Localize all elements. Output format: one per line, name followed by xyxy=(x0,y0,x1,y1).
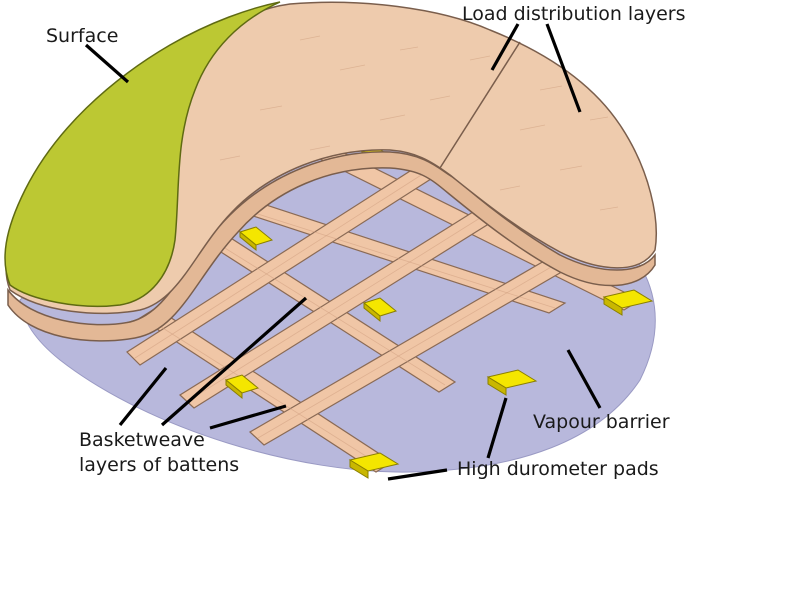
leader-surface xyxy=(84,43,130,84)
batten-grain xyxy=(134,162,559,466)
leader-battens-3 xyxy=(209,404,287,430)
pad xyxy=(224,374,260,400)
label-battens-line2: layers of battens xyxy=(79,454,239,476)
pad xyxy=(348,452,400,479)
label-battens-line1: Basketweave xyxy=(79,429,205,451)
label-high-durometer-pads: High durometer pads xyxy=(457,458,659,480)
pad xyxy=(362,297,398,323)
leader-load-1 xyxy=(490,23,520,71)
leader-load-2 xyxy=(545,23,582,113)
wood-grain xyxy=(219,35,619,211)
surface-layer xyxy=(4,1,281,308)
leader-vapour xyxy=(566,349,602,409)
label-surface: Surface xyxy=(46,25,118,47)
label-load-distribution-layers: Load distribution layers xyxy=(462,3,686,25)
leader-lines xyxy=(84,23,602,481)
leader-battens-2 xyxy=(160,296,308,427)
leader-battens-1 xyxy=(118,366,168,427)
pad xyxy=(486,369,538,396)
pad xyxy=(602,289,654,316)
leader-pads-2 xyxy=(387,468,448,481)
label-vapour-barrier: Vapour barrier xyxy=(533,411,670,433)
pad xyxy=(238,226,274,252)
leader-pads-1 xyxy=(486,397,508,459)
